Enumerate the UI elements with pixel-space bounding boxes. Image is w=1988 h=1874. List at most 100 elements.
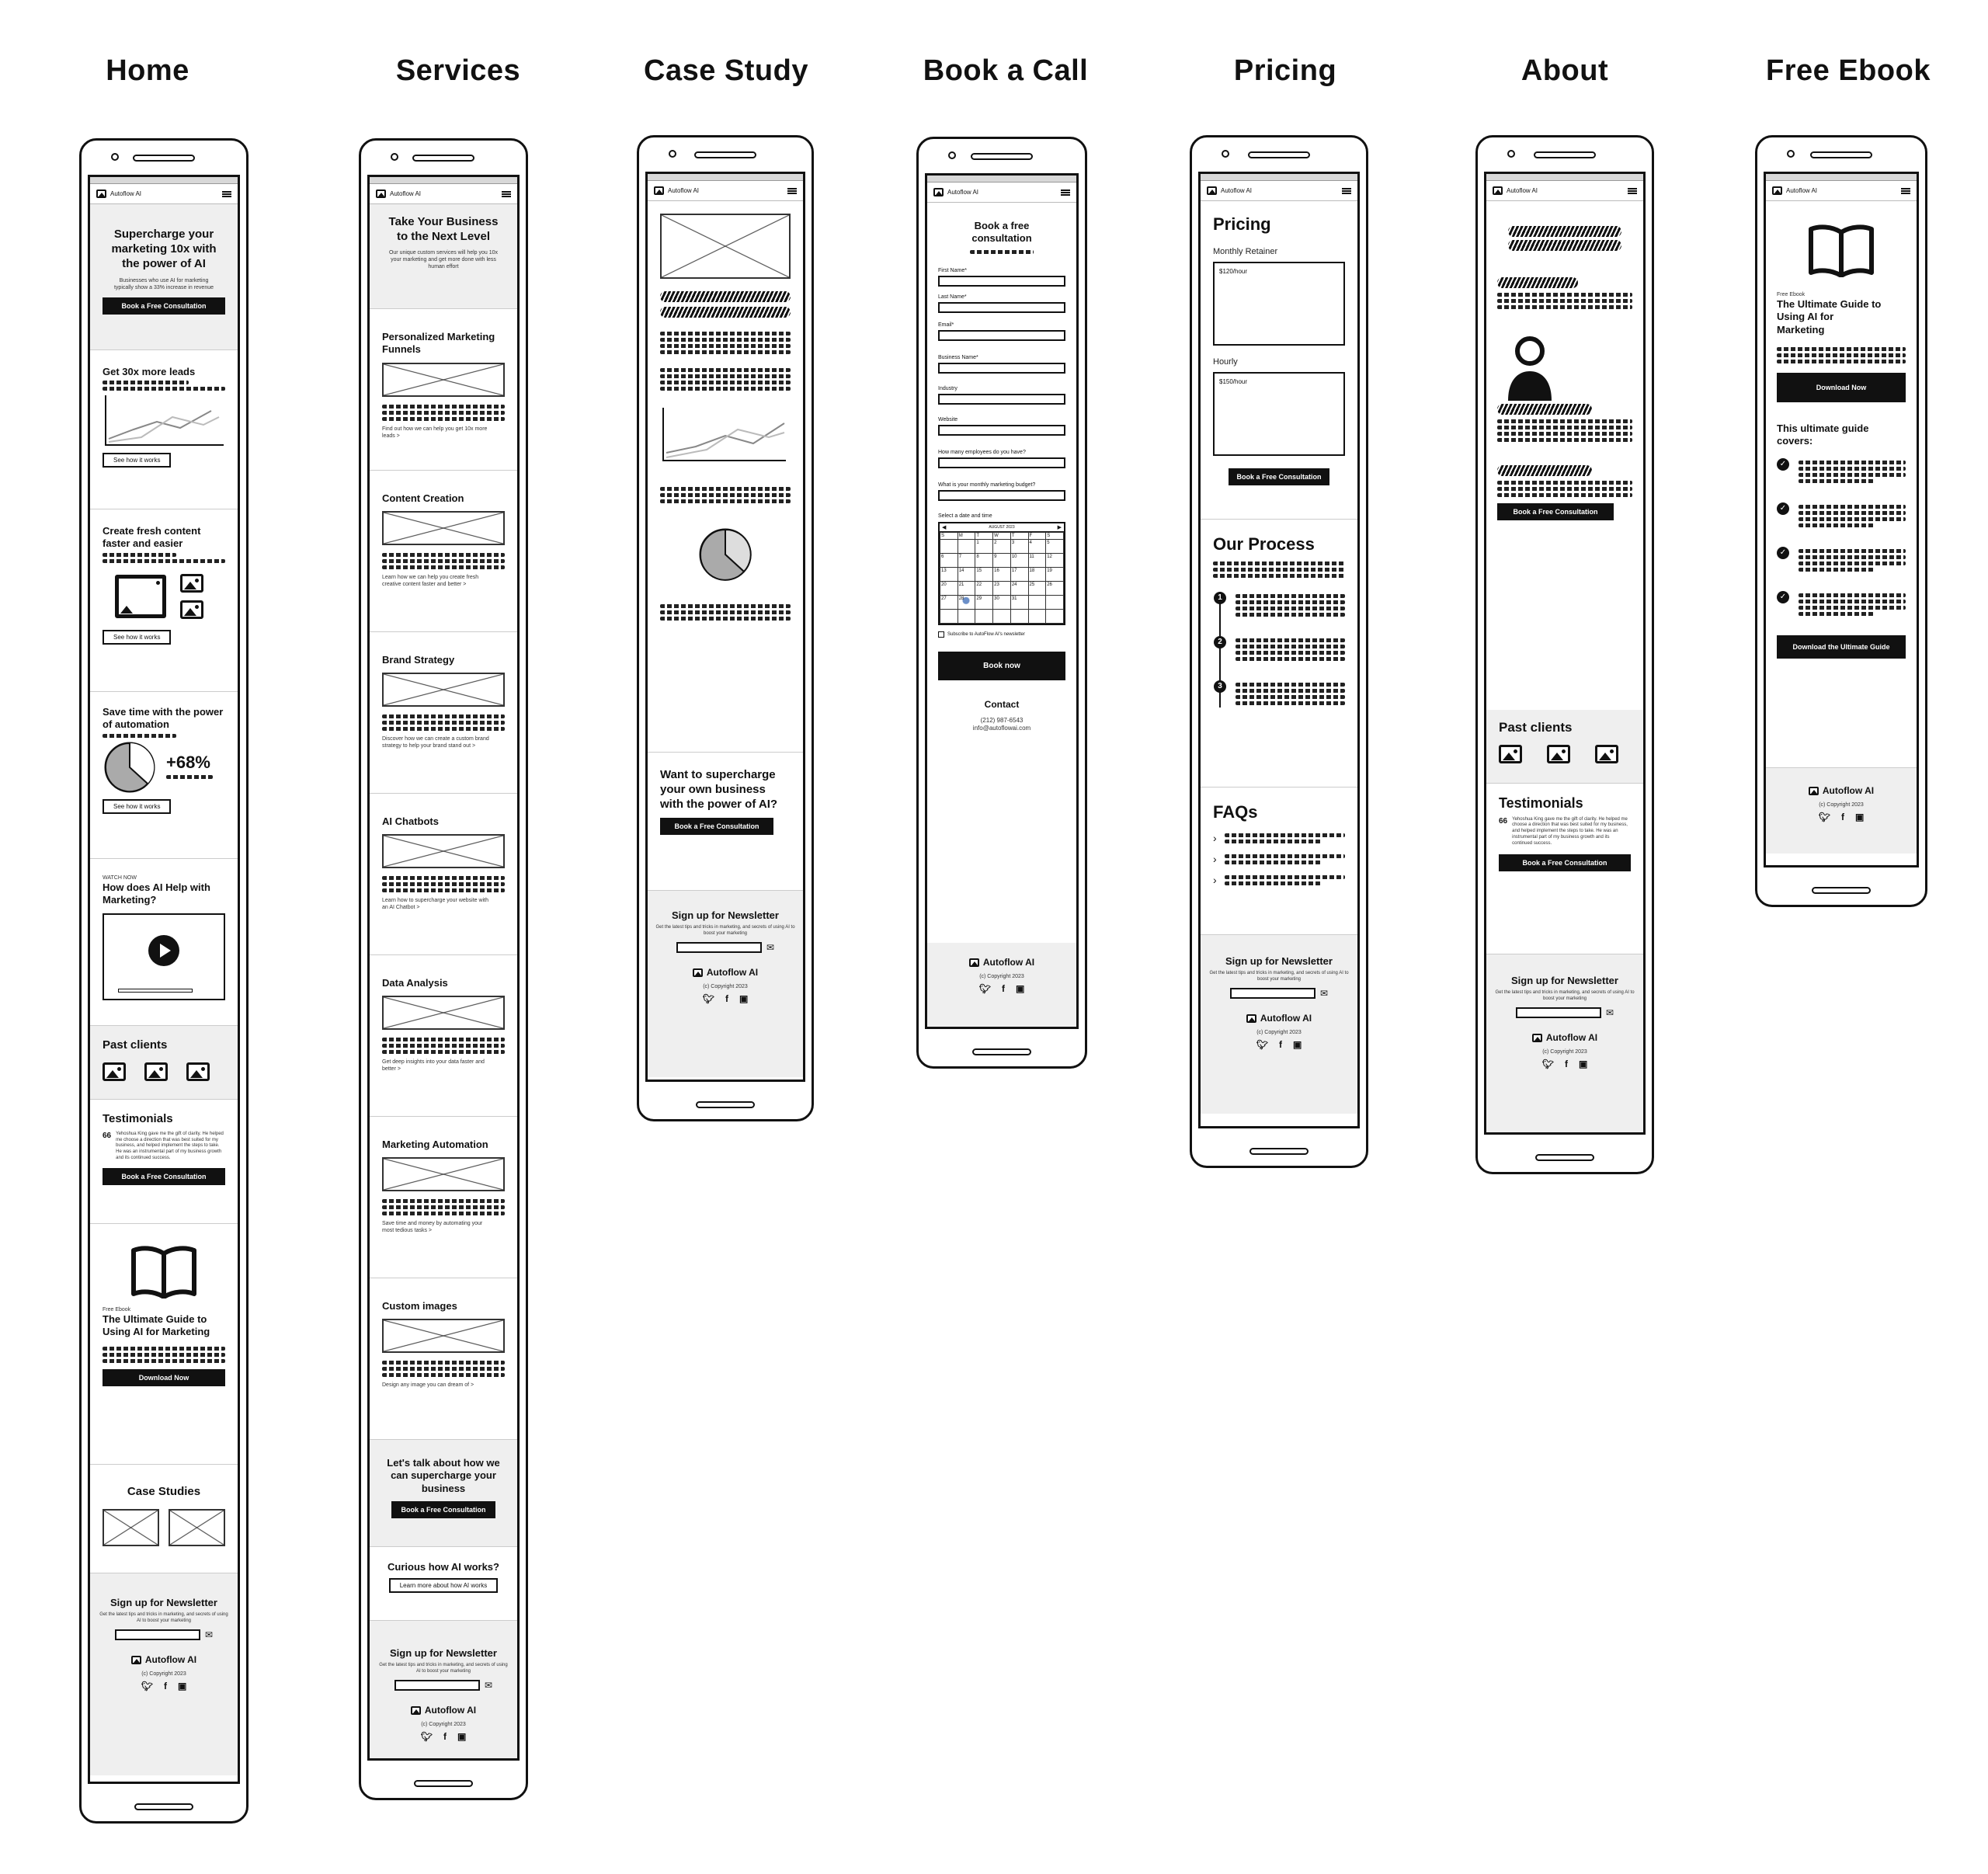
linkedin-icon[interactable]: ▣ xyxy=(739,993,749,1004)
cta-button[interactable]: Book a Free Consultation xyxy=(103,297,225,315)
prev-month-icon[interactable]: ◀ xyxy=(942,524,947,530)
see-how-button[interactable]: See how it works xyxy=(103,798,172,814)
newsletter-email-input[interactable] xyxy=(676,941,762,953)
see-how-button[interactable]: See how it works xyxy=(103,453,172,468)
case-study-image[interactable] xyxy=(103,1508,159,1546)
logo-icon[interactable] xyxy=(1772,186,1782,195)
form-input[interactable] xyxy=(938,329,1065,341)
menu-icon[interactable] xyxy=(1342,187,1351,194)
faq-item[interactable]: › xyxy=(1213,873,1345,888)
calendar-day[interactable]: 7 xyxy=(957,552,976,568)
calendar-day[interactable]: 8 xyxy=(975,552,994,568)
service-link[interactable]: Save time and money by automating your m… xyxy=(382,1221,483,1234)
download-button[interactable]: Download Now xyxy=(1777,372,1906,402)
case-study-image[interactable] xyxy=(169,1508,225,1546)
menu-icon[interactable] xyxy=(1901,187,1910,194)
calendar-day[interactable]: 16 xyxy=(992,566,1011,582)
newsletter-email-input[interactable] xyxy=(1229,987,1315,999)
logo-icon[interactable] xyxy=(1493,186,1503,195)
faq-item[interactable]: › xyxy=(1213,831,1345,846)
form-input[interactable] xyxy=(938,424,1065,436)
calendar-day[interactable]: 25 xyxy=(1027,580,1047,596)
book-now-button[interactable]: Book now xyxy=(938,651,1065,680)
form-input[interactable] xyxy=(938,301,1065,313)
calendar-day[interactable]: 10 xyxy=(1010,552,1029,568)
calendar-day[interactable] xyxy=(1027,608,1047,624)
twitter-icon[interactable]: 🐦︎ xyxy=(1818,812,1830,823)
calendar-day[interactable]: 18 xyxy=(1027,566,1047,582)
calendar-day[interactable]: 4 xyxy=(1027,538,1047,554)
learn-more-button[interactable]: Learn more about how AI works xyxy=(388,1578,499,1594)
newsletter-email-input[interactable] xyxy=(394,1679,480,1691)
calendar-day[interactable]: 9 xyxy=(992,552,1011,568)
cta-button[interactable]: Book a Free Consultation xyxy=(1497,503,1614,520)
hourly-card[interactable]: $150/hour xyxy=(1213,372,1345,457)
cta-button[interactable]: Book a Free Consultation xyxy=(660,818,773,836)
calendar-day[interactable]: 3 xyxy=(1010,538,1029,554)
cta-button[interactable]: Book a Free Consultation xyxy=(1499,854,1631,872)
form-input[interactable] xyxy=(938,393,1065,405)
play-icon[interactable] xyxy=(148,934,179,966)
menu-icon[interactable] xyxy=(1628,187,1637,194)
calendar-day[interactable]: 28 xyxy=(957,594,976,610)
service-link[interactable]: Design any image you can dream of > xyxy=(382,1382,474,1389)
calendar-day[interactable]: 27 xyxy=(940,594,958,610)
twitter-icon[interactable]: 🐦︎ xyxy=(1541,1058,1554,1069)
logo-icon[interactable] xyxy=(933,188,944,196)
calendar-day[interactable]: 12 xyxy=(1045,552,1064,568)
logo-icon[interactable] xyxy=(654,186,664,195)
calendar-day[interactable]: 31 xyxy=(1010,594,1029,610)
linkedin-icon[interactable]: ▣ xyxy=(1292,1038,1302,1050)
calendar-day[interactable]: 22 xyxy=(975,580,994,596)
calendar-day[interactable]: 29 xyxy=(975,594,994,610)
menu-icon[interactable] xyxy=(787,187,797,194)
nav-brand[interactable]: Autoflow AI xyxy=(1507,187,1538,194)
calendar-day[interactable] xyxy=(940,538,958,554)
facebook-icon[interactable]: f xyxy=(1001,983,1005,995)
calendar-day[interactable]: 21 xyxy=(957,580,976,596)
twitter-icon[interactable]: 🐦︎ xyxy=(702,993,714,1004)
calendar-day[interactable]: 23 xyxy=(992,580,1011,596)
facebook-icon[interactable]: f xyxy=(1840,812,1844,823)
calendar-day[interactable] xyxy=(1045,594,1064,610)
linkedin-icon[interactable]: ▣ xyxy=(177,1680,187,1691)
service-link[interactable]: Learn how to supercharge your website wi… xyxy=(382,898,488,911)
linkedin-icon[interactable]: ▣ xyxy=(457,1730,467,1742)
calendar-day[interactable]: 6 xyxy=(940,552,958,568)
service-link[interactable]: Learn how we can help you create fresh c… xyxy=(382,575,479,588)
calendar-day[interactable]: 26 xyxy=(1045,580,1064,596)
form-input[interactable] xyxy=(938,457,1065,468)
mail-icon[interactable]: ✉ xyxy=(1605,1007,1614,1018)
next-month-icon[interactable]: ▶ xyxy=(1057,524,1062,530)
logo-icon[interactable] xyxy=(1207,186,1217,195)
linkedin-icon[interactable]: ▣ xyxy=(1578,1058,1588,1069)
calendar-day[interactable]: 20 xyxy=(940,580,958,596)
newsletter-email-input[interactable] xyxy=(114,1629,200,1640)
calendar-day[interactable]: 14 xyxy=(957,566,976,582)
newsletter-email-input[interactable] xyxy=(1515,1007,1601,1018)
calendar-day[interactable]: 13 xyxy=(940,566,958,582)
menu-icon[interactable] xyxy=(1061,189,1070,196)
logo-icon[interactable] xyxy=(376,189,386,198)
subscribe-checkbox[interactable] xyxy=(938,631,944,638)
faq-item[interactable]: › xyxy=(1213,852,1345,867)
chevron-right-icon[interactable]: › xyxy=(1213,832,1217,844)
nav-brand[interactable]: Autoflow AI xyxy=(947,189,979,196)
menu-icon[interactable] xyxy=(222,190,231,197)
mail-icon[interactable]: ✉ xyxy=(484,1679,493,1691)
facebook-icon[interactable]: f xyxy=(1278,1038,1282,1050)
facebook-icon[interactable]: f xyxy=(443,1730,447,1742)
calendar-day[interactable] xyxy=(1045,608,1064,624)
cta-button[interactable]: Book a Free Consultation xyxy=(103,1167,225,1185)
nav-brand[interactable]: Autoflow AI xyxy=(1786,187,1818,194)
video-player[interactable] xyxy=(103,913,225,1000)
calendar-day[interactable] xyxy=(1027,594,1047,610)
twitter-icon[interactable]: 🐦︎ xyxy=(978,983,991,995)
calendar-day[interactable]: 30 xyxy=(992,594,1011,610)
nav-brand[interactable]: Autoflow AI xyxy=(110,190,142,197)
see-how-button[interactable]: See how it works xyxy=(103,629,172,645)
facebook-icon[interactable]: f xyxy=(1564,1058,1568,1069)
mail-icon[interactable]: ✉ xyxy=(204,1629,214,1640)
